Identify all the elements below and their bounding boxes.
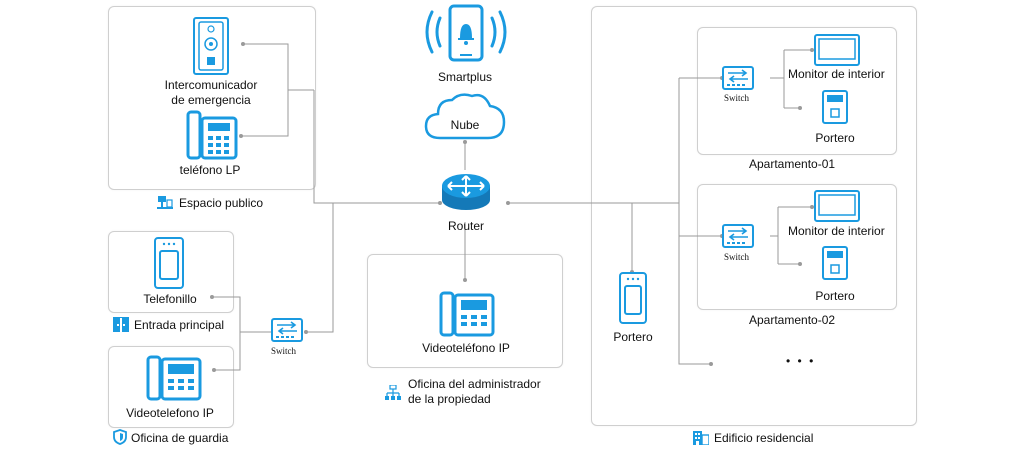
videotelefono-ip-admin-label: Videoteléfono IP <box>422 341 510 355</box>
switch-icon <box>722 66 754 90</box>
videotelefono-ip-guard-label: Videotelefono IP <box>126 406 214 420</box>
monitor-icon <box>814 190 860 222</box>
monitor-icon <box>814 34 860 66</box>
more-apartments-ellipsis: • • • <box>786 354 816 368</box>
intercom-label-line1: Intercomunicador <box>164 78 258 92</box>
smartphone-icon <box>425 4 507 62</box>
door-phone-icon <box>154 237 184 289</box>
smartplus-label: Smartplus <box>437 70 493 84</box>
video-phone-icon <box>146 355 202 401</box>
apartment-01-label: Apartamento-01 <box>749 157 836 171</box>
public-space-label: Espacio publico <box>179 196 264 210</box>
video-phone-icon <box>439 291 495 337</box>
portero-apt2-label: Portero <box>815 289 855 303</box>
switch-apt1-label: Switch <box>724 93 750 103</box>
telefonillo-label: Telefonillo <box>143 292 197 306</box>
entrance-icon <box>113 317 129 332</box>
cloud-label: Nube <box>450 118 480 132</box>
switch-icon <box>271 318 303 342</box>
cloud-icon <box>424 93 506 140</box>
apartment-02-label: Apartamento-02 <box>749 313 836 327</box>
shield-icon <box>113 429 127 445</box>
org-chart-icon <box>385 385 401 400</box>
desk-phone-icon <box>186 110 238 160</box>
apartment-01-zone <box>697 27 897 155</box>
monitor-apt2-label: Monitor de interior <box>788 224 885 238</box>
intercom-label-line2: de emergencia <box>171 93 251 107</box>
main-entrance-label: Entrada principal <box>134 318 225 332</box>
monitor-apt1-label: Monitor de interior <box>788 67 885 81</box>
admin-office-label-line1: Oficina del administrador <box>408 377 541 391</box>
residential-building-label: Edificio residencial <box>714 431 814 445</box>
door-station-icon <box>822 246 848 280</box>
building-icon <box>693 431 709 445</box>
door-station-icon <box>822 90 848 124</box>
switch-icon <box>722 224 754 248</box>
switch-left-label: Switch <box>271 346 297 356</box>
router-icon <box>442 174 490 210</box>
phone-lp-label: teléfono LP <box>179 163 241 177</box>
router-label: Router <box>447 219 485 233</box>
door-phone-icon <box>619 272 647 324</box>
portero-building-label: Portero <box>613 330 653 344</box>
portero-apt1-label: Portero <box>815 131 855 145</box>
public-space-icon <box>157 196 173 209</box>
intercom-icon <box>193 17 229 75</box>
switch-apt2-label: Switch <box>724 252 750 262</box>
admin-office-label-line2: de la propiedad <box>408 392 491 406</box>
guard-office-label: Oficina de guardia <box>131 431 229 445</box>
